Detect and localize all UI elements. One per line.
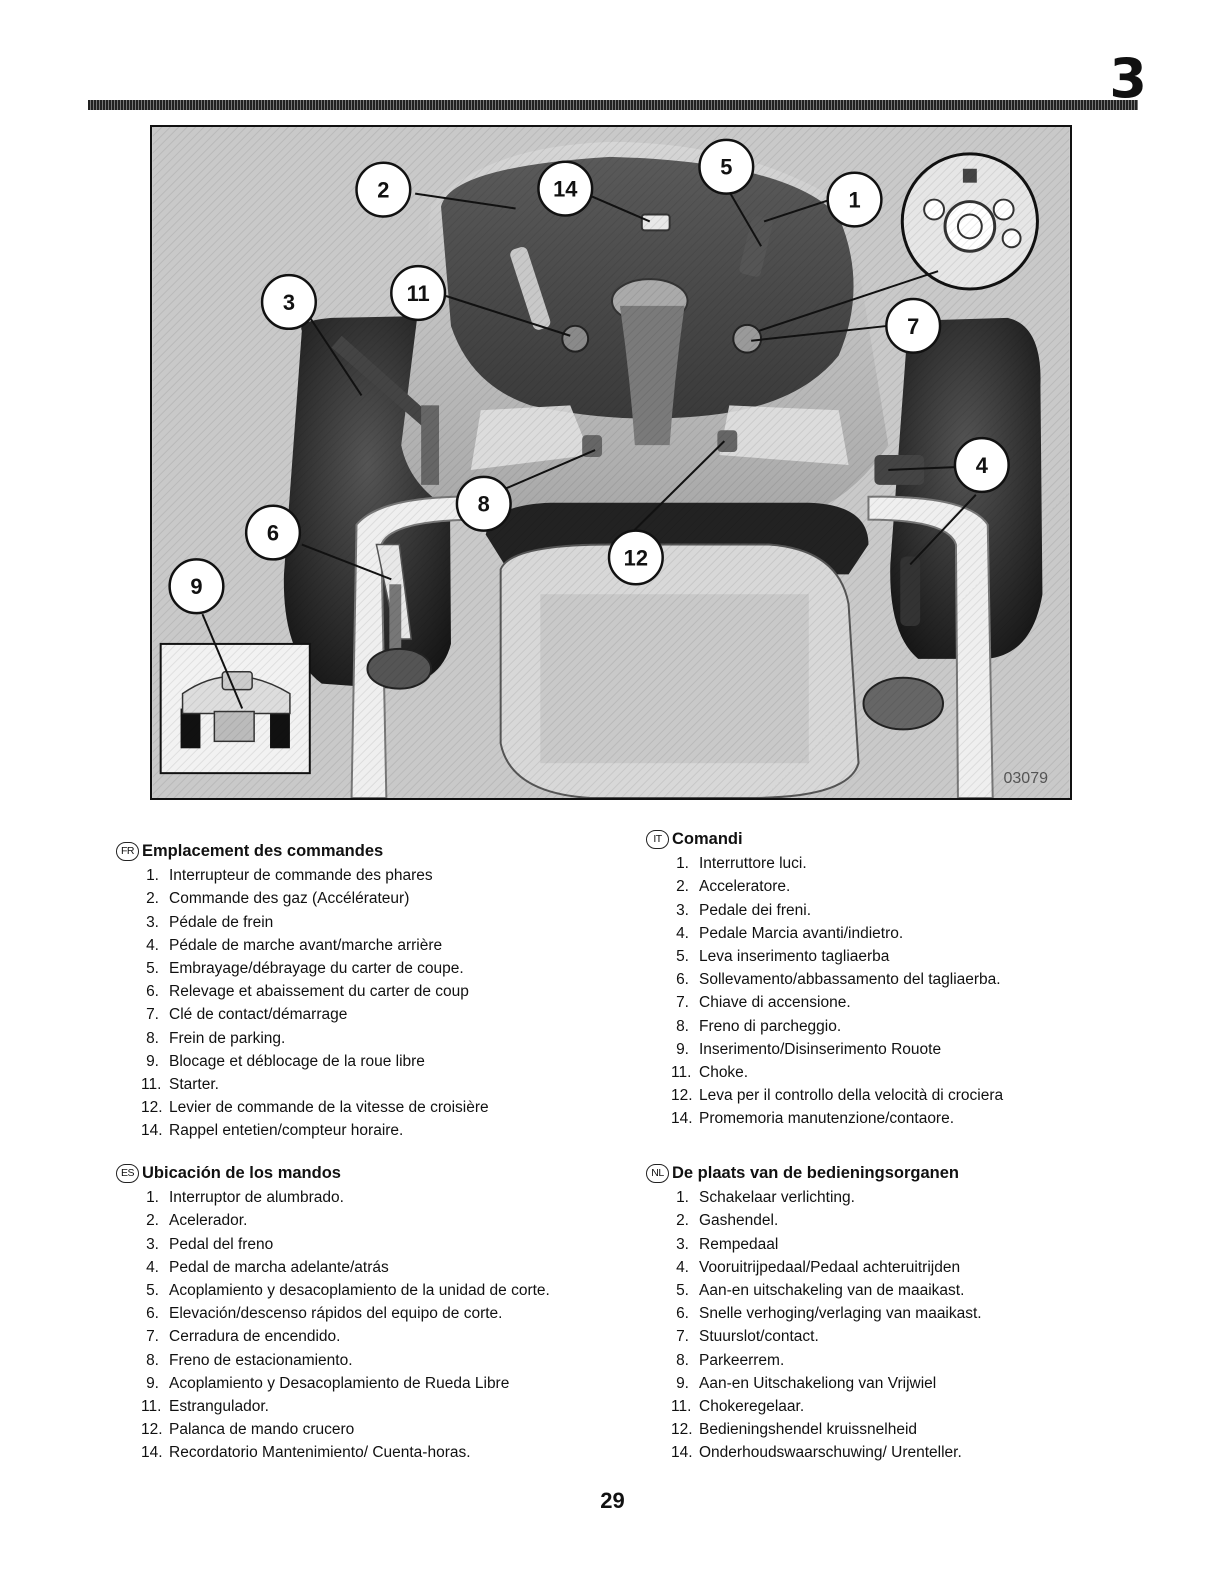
language-badge: NL bbox=[646, 1164, 669, 1184]
list-item: 6.Sollevamento/abbassamento del tagliaer… bbox=[676, 971, 1001, 989]
svg-text:2: 2 bbox=[377, 178, 389, 203]
svg-text:6: 6 bbox=[267, 521, 279, 546]
svg-text:7: 7 bbox=[907, 314, 919, 339]
list-item: 7.Stuurslot/contact. bbox=[676, 1328, 819, 1346]
callout-3: 3 bbox=[260, 273, 318, 331]
section-nl: NL De plaats van de bedieningsorganen 1.… bbox=[646, 1162, 1166, 1465]
page-number: 29 bbox=[600, 1488, 625, 1513]
list-item: 3.Pédale de frein bbox=[146, 913, 274, 931]
list-item: 3.Rempedaal bbox=[676, 1235, 779, 1253]
section-title: Comandi bbox=[672, 830, 743, 848]
list-item: 11.Chokeregelaar. bbox=[671, 1398, 805, 1416]
section-heading: IT Comandi bbox=[646, 828, 1166, 851]
list-item: 5.Acoplamiento y desacoplamiento de la u… bbox=[146, 1282, 550, 1300]
section-it: IT Comandi 1.Interruttore luci. 2.Accele… bbox=[646, 828, 1166, 1131]
list-item: 9.Acoplamiento y Desacoplamiento de Rued… bbox=[146, 1374, 510, 1392]
list-item: 8.Freno de estacionamiento. bbox=[146, 1351, 353, 1369]
list-item: 3.Pedale dei freni. bbox=[676, 901, 812, 919]
list-item: 11.Starter. bbox=[141, 1076, 219, 1094]
list-item: 2.Acelerador. bbox=[146, 1212, 248, 1230]
list-item: 14.Recordatorio Mantenimiento/ Cuenta-ho… bbox=[141, 1444, 471, 1462]
svg-text:1: 1 bbox=[848, 188, 860, 213]
callout-14: 14 bbox=[537, 160, 594, 217]
list-item: 11.Choke. bbox=[671, 1064, 749, 1082]
section-fr: FR Emplacement des commandes 1.Interrupt… bbox=[116, 840, 636, 1143]
section-es: ES Ubicación de los mandos 1.Interruptor… bbox=[116, 1162, 636, 1465]
section-heading: FR Emplacement des commandes bbox=[116, 840, 636, 863]
list-item: 1.Schakelaar verlichting. bbox=[676, 1189, 855, 1207]
language-badge: ES bbox=[116, 1164, 139, 1184]
list-item: 2.Commande des gaz (Accélérateur) bbox=[146, 890, 410, 908]
list-item: 4.Pédale de marche avant/marche arrière bbox=[146, 936, 443, 954]
callout-7: 7 bbox=[885, 297, 942, 354]
svg-text:11: 11 bbox=[407, 281, 430, 306]
list-item: 14.Onderhoudswaarschuwing/ Urenteller. bbox=[671, 1444, 962, 1462]
list-item: 7.Clé de contact/démarrage bbox=[146, 1006, 348, 1024]
callout-12: 12 bbox=[607, 529, 664, 586]
list-item: 3.Pedal del freno bbox=[146, 1235, 274, 1253]
callout-4: 4 bbox=[953, 436, 1010, 494]
list-item: 5.Aan-en uitschakeling van de maaikast. bbox=[676, 1282, 965, 1300]
list-item: 9.Inserimento/Disinserimento Rouote bbox=[676, 1040, 942, 1058]
controls-figure: 2 14 5 1 3 11 7 4 8 12 6 9 03079 bbox=[150, 125, 1072, 800]
svg-text:5: 5 bbox=[720, 155, 732, 180]
controls-list: 1.Interruptor de alumbrado. 2.Acelerador… bbox=[116, 1186, 636, 1464]
svg-text:9: 9 bbox=[190, 574, 202, 599]
list-item: 6.Snelle verhoging/verlaging van maaikas… bbox=[676, 1305, 982, 1323]
section-title: Emplacement des commandes bbox=[142, 842, 384, 860]
callout-8: 8 bbox=[455, 475, 512, 532]
list-item: 5.Leva inserimento tagliaerba bbox=[676, 948, 890, 966]
callout-9: 9 bbox=[168, 558, 225, 615]
section-heading: ES Ubicación de los mandos bbox=[116, 1162, 636, 1185]
list-item: 11.Estrangulador. bbox=[141, 1398, 269, 1416]
list-item: 6.Relevage et abaissement du carter de c… bbox=[146, 983, 469, 1001]
list-item: 8.Parkeerrem. bbox=[676, 1351, 785, 1369]
list-item: 8.Freno di parcheggio. bbox=[676, 1017, 842, 1035]
list-item: 8.Frein de parking. bbox=[146, 1029, 286, 1047]
section-title: De plaats van de bedieningsorganen bbox=[672, 1164, 959, 1182]
svg-text:8: 8 bbox=[478, 492, 490, 517]
callout-11: 11 bbox=[390, 264, 447, 322]
list-item: 14.Rappel entetien/compteur horaire. bbox=[141, 1122, 404, 1140]
list-item: 12.Leva per il controllo della velocità … bbox=[671, 1087, 1004, 1105]
list-item: 7.Chiave di accensione. bbox=[676, 994, 851, 1012]
callout-5: 5 bbox=[698, 138, 755, 195]
header-rule bbox=[88, 100, 1138, 110]
callout-1: 1 bbox=[826, 171, 883, 228]
list-item: 9.Blocage et déblocage de la roue libre bbox=[146, 1052, 425, 1070]
list-item: 6.Elevación/descenso rápidos del equipo … bbox=[146, 1305, 503, 1323]
list-item: 12.Palanca de mando crucero bbox=[141, 1421, 355, 1439]
svg-text:12: 12 bbox=[624, 545, 648, 570]
section-heading: NL De plaats van de bedieningsorganen bbox=[646, 1162, 1166, 1185]
list-item: 5.Embrayage/débrayage du carter de coupe… bbox=[146, 960, 464, 978]
list-item: 12.Bedieningshendel kruissnelheid bbox=[671, 1421, 918, 1439]
language-badge: FR bbox=[116, 842, 139, 862]
list-item: 1.Interrupteur de commande des phares bbox=[146, 867, 433, 885]
controls-list: 1.Schakelaar verlichting. 2.Gashendel. 3… bbox=[646, 1186, 1166, 1464]
section-title: Ubicación de los mandos bbox=[142, 1164, 341, 1182]
controls-list: 1.Interruttore luci. 2.Acceleratore. 3.P… bbox=[646, 852, 1166, 1130]
list-item: 12.Levier de commande de la vitesse de c… bbox=[141, 1099, 489, 1117]
list-item: 7.Cerradura de encendido. bbox=[146, 1328, 341, 1346]
list-item: 14.Promemoria manutenzione/contaore. bbox=[671, 1110, 955, 1128]
list-item: 4.Pedale Marcia avanti/indietro. bbox=[676, 924, 904, 942]
svg-text:4: 4 bbox=[976, 453, 989, 478]
chapter-number: 3 bbox=[1109, 47, 1147, 110]
list-item: 2.Gashendel. bbox=[676, 1212, 779, 1230]
tractor-illustration: 2 14 5 1 3 11 7 4 8 12 6 9 bbox=[152, 127, 1070, 798]
list-item: 4.Pedal de marcha adelante/atrás bbox=[146, 1258, 389, 1276]
callout-2: 2 bbox=[355, 161, 412, 218]
list-item: 4.Vooruitrijpedaal/Pedaal achteruitrijde… bbox=[676, 1258, 961, 1276]
list-item: 1.Interruptor de alumbrado. bbox=[146, 1189, 344, 1207]
language-badge: IT bbox=[646, 830, 669, 850]
svg-text:14: 14 bbox=[553, 177, 578, 202]
figure-code: 03079 bbox=[1003, 770, 1049, 787]
list-item: 1.Interruttore luci. bbox=[676, 855, 807, 873]
list-item: 2.Acceleratore. bbox=[676, 878, 791, 896]
list-item: 9.Aan-en Uitschakeliong van Vrijwiel bbox=[676, 1374, 937, 1392]
svg-text:3: 3 bbox=[283, 290, 295, 315]
callout-6: 6 bbox=[244, 504, 302, 561]
controls-list: 1.Interrupteur de commande des phares 2.… bbox=[116, 864, 636, 1142]
